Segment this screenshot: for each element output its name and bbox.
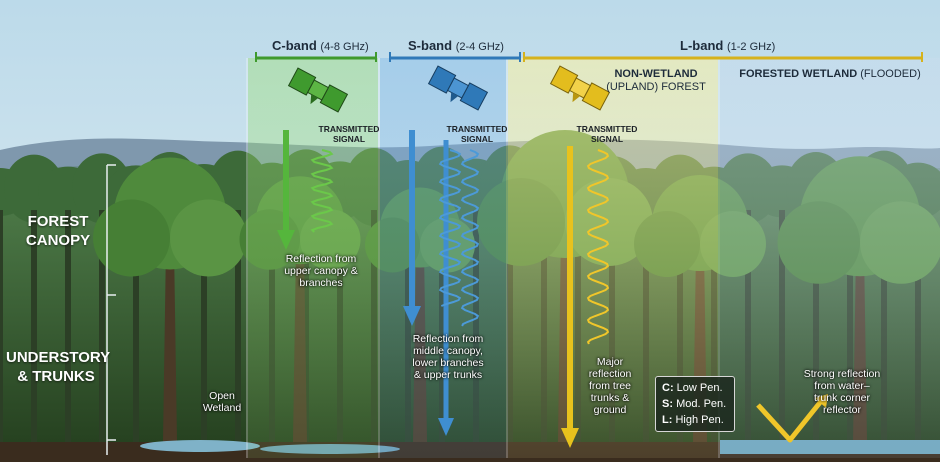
non-wetland-title: NON-WETLAND bbox=[614, 68, 698, 80]
c-band-wave bbox=[310, 149, 334, 233]
c-band-reflection-label: Reflection from upper canopy & branches bbox=[284, 253, 358, 289]
legend-row-l: L: High Pen. bbox=[662, 414, 724, 426]
open-wetland-label: Open Wetland bbox=[202, 390, 242, 414]
l-band-frequency: (1-2 GHz) bbox=[726, 41, 776, 53]
forested-wetland-title: FORESTED WETLAND bbox=[739, 68, 858, 80]
forested-wetland-subtitle: (FLOODED) bbox=[860, 68, 921, 80]
c-band-satellite bbox=[287, 67, 349, 113]
corner-reflection-arrow bbox=[756, 394, 828, 443]
c-band-transmitted-signal-label: TRANSMITTED SIGNAL bbox=[318, 124, 380, 144]
c-band-beam bbox=[248, 58, 378, 458]
s-band-wave bbox=[438, 149, 462, 307]
l-band-name: L-band bbox=[680, 38, 724, 53]
penetration-legend: C: Low Pen. S: Mod. Pen. L: High Pen. bbox=[655, 376, 735, 432]
c-band-frequency: (4-8 GHz) bbox=[320, 41, 369, 53]
forested-wetland-header: FORESTED WETLAND (FLOODED) bbox=[730, 68, 930, 81]
l-band-satellite bbox=[549, 65, 611, 111]
s-band-signal-arrow bbox=[403, 130, 454, 436]
s-band-reflection-label: Reflection from middle canopy, lower bra… bbox=[412, 333, 484, 381]
band-header-bars bbox=[255, 52, 923, 62]
zone-bracket bbox=[106, 164, 116, 455]
s-band-satellite bbox=[427, 65, 489, 111]
s-band-beam bbox=[380, 58, 506, 458]
l-band-reflection-label: Major reflection from tree trunks & grou… bbox=[588, 356, 632, 416]
s-band-return-wave bbox=[460, 149, 480, 327]
l-band-wave bbox=[586, 149, 610, 345]
non-wetland-header: NON-WETLAND (UPLAND) FOREST bbox=[600, 68, 712, 94]
understory-trunks-label: UNDERSTORY & TRUNKS bbox=[6, 349, 111, 385]
s-band-name: S-band bbox=[408, 38, 453, 53]
c-band-header: C-band (4-8 GHz) bbox=[272, 38, 369, 53]
s-band-transmitted-signal-label: TRANSMITTED SIGNAL bbox=[446, 124, 508, 144]
l-band-transmitted-signal-label: TRANSMITTED SIGNAL bbox=[576, 124, 638, 144]
open-wetland-water bbox=[140, 440, 260, 452]
legend-row-c: C: Low Pen. bbox=[662, 382, 723, 394]
tree bbox=[93, 157, 247, 442]
non-wetland-subtitle: (UPLAND) FOREST bbox=[606, 81, 706, 93]
s-band-header: S-band (2-4 GHz) bbox=[408, 38, 504, 53]
l-band-header: L-band (1-2 GHz) bbox=[680, 38, 775, 53]
s-band-frequency: (2-4 GHz) bbox=[455, 41, 504, 53]
forest-canopy-label: FOREST CANOPY bbox=[25, 213, 91, 249]
c-band-signal-arrow bbox=[277, 130, 295, 250]
legend-row-s: S: Mod. Pen. bbox=[662, 398, 727, 410]
wetland-reflection-label: Strong reflection from water– trunk corn… bbox=[803, 368, 881, 416]
wetland-beam bbox=[720, 58, 940, 458]
c-band-name: C-band bbox=[272, 38, 317, 53]
l-band-signal-arrow bbox=[561, 146, 579, 448]
